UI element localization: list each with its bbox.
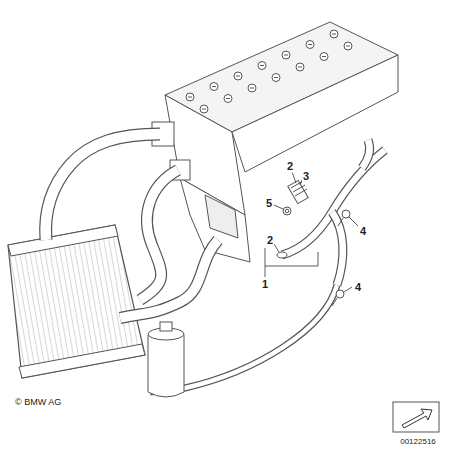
bolt-head xyxy=(296,63,304,71)
bolt-head xyxy=(186,93,194,101)
hose-piece xyxy=(288,180,308,203)
coolant-hoses xyxy=(46,134,385,392)
orientation-arrow xyxy=(393,402,439,432)
callout-number: 2 xyxy=(286,160,294,173)
o-ring xyxy=(283,207,291,215)
expansion-tank xyxy=(148,322,184,397)
bolt-head xyxy=(210,83,218,91)
callout-number: 1 xyxy=(261,278,269,291)
small-parts xyxy=(277,180,350,306)
copyright-note: © BMW AG xyxy=(14,397,62,408)
hose xyxy=(362,140,370,168)
callout-number: 4 xyxy=(359,225,367,238)
bolt-head xyxy=(344,42,352,50)
bolt-head xyxy=(224,95,232,103)
o-ring xyxy=(277,252,287,258)
callout-number: 4 xyxy=(354,281,362,294)
bolt-head xyxy=(272,74,280,82)
bolt xyxy=(332,290,344,306)
bolt-head xyxy=(306,41,314,49)
radiator xyxy=(8,225,145,378)
leader-lines xyxy=(265,172,358,292)
bolt xyxy=(338,210,350,226)
head-bolts xyxy=(186,30,352,113)
bolt-head xyxy=(248,84,256,92)
bolt-head xyxy=(258,62,266,70)
bolt-head xyxy=(234,72,242,80)
callout-number: 2 xyxy=(266,234,274,247)
diagram-number: 00122516 xyxy=(399,437,437,447)
hose xyxy=(282,150,385,255)
hose xyxy=(120,240,218,318)
bolt-head xyxy=(282,51,290,59)
callout-number: 5 xyxy=(265,197,273,210)
hose xyxy=(140,170,178,300)
bolt-head xyxy=(200,105,208,113)
callout-number: 3 xyxy=(302,170,310,183)
cylinder-head xyxy=(152,22,398,262)
hose xyxy=(332,212,343,285)
bolt-head xyxy=(330,30,338,38)
bolt-head xyxy=(320,53,328,61)
